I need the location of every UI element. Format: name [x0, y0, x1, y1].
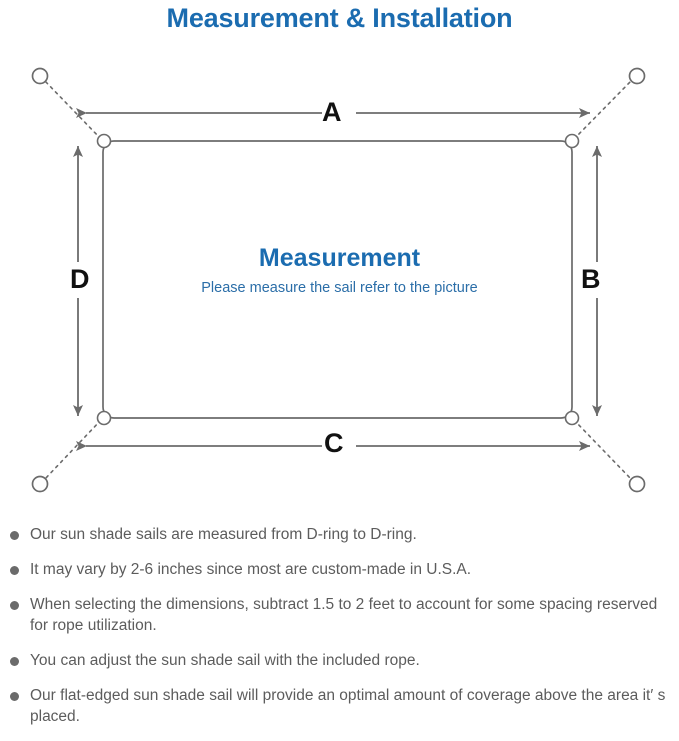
note-text: When selecting the dimensions, subtract …	[30, 596, 658, 634]
anchor-line-bottom-left	[43, 419, 102, 481]
diagram-center-title: Measurement	[258, 244, 421, 272]
anchor-ring-top-left	[31, 67, 49, 85]
page-title: Measurement & Installation	[166, 3, 513, 33]
d-ring-top-left	[96, 133, 112, 149]
note-text: You can adjust the sun shade sail with t…	[30, 652, 420, 669]
anchor-line-top-right	[573, 79, 633, 140]
dimension-label-c: C	[324, 428, 344, 458]
dimension-label-a: A	[322, 97, 342, 127]
d-ring-bottom-left	[96, 410, 112, 426]
bullet-icon	[10, 657, 19, 666]
anchor-line-bottom-right	[573, 419, 633, 481]
bullet-icon	[10, 566, 19, 575]
dimension-label-b: B	[581, 264, 601, 294]
bullet-icon	[10, 692, 19, 701]
anchor-ring-bottom-right	[628, 475, 646, 493]
diagram-svg	[31, 67, 646, 493]
d-ring-top-right	[564, 133, 580, 149]
anchor-line-top-left	[43, 79, 102, 140]
note-text: It may vary by 2-6 inches since most are…	[30, 561, 472, 578]
list-item: When selecting the dimensions, subtract …	[0, 594, 679, 636]
anchor-ring-bottom-left	[31, 475, 49, 493]
diagram-center-subtitle: Please measure the sail refer to the pic…	[201, 280, 478, 296]
dimension-label-d: D	[70, 264, 90, 294]
list-item: Our sun shade sails are measured from D-…	[0, 524, 679, 545]
measurement-diagram: A B C D Measurement Please measure the s…	[0, 40, 679, 520]
note-text: Our flat-edged sun shade sail will provi…	[30, 687, 666, 725]
bullet-icon	[10, 601, 19, 610]
d-ring-bottom-right	[564, 410, 580, 426]
note-text: Our sun shade sails are measured from D-…	[30, 526, 417, 543]
list-item: It may vary by 2-6 inches since most are…	[0, 559, 679, 580]
notes-list: Our sun shade sails are measured from D-…	[0, 524, 679, 741]
bullet-icon	[10, 531, 19, 540]
anchor-ring-top-right	[628, 67, 646, 85]
list-item: You can adjust the sun shade sail with t…	[0, 650, 679, 671]
sail-outline	[102, 140, 573, 419]
list-item: Our flat-edged sun shade sail will provi…	[0, 685, 679, 727]
